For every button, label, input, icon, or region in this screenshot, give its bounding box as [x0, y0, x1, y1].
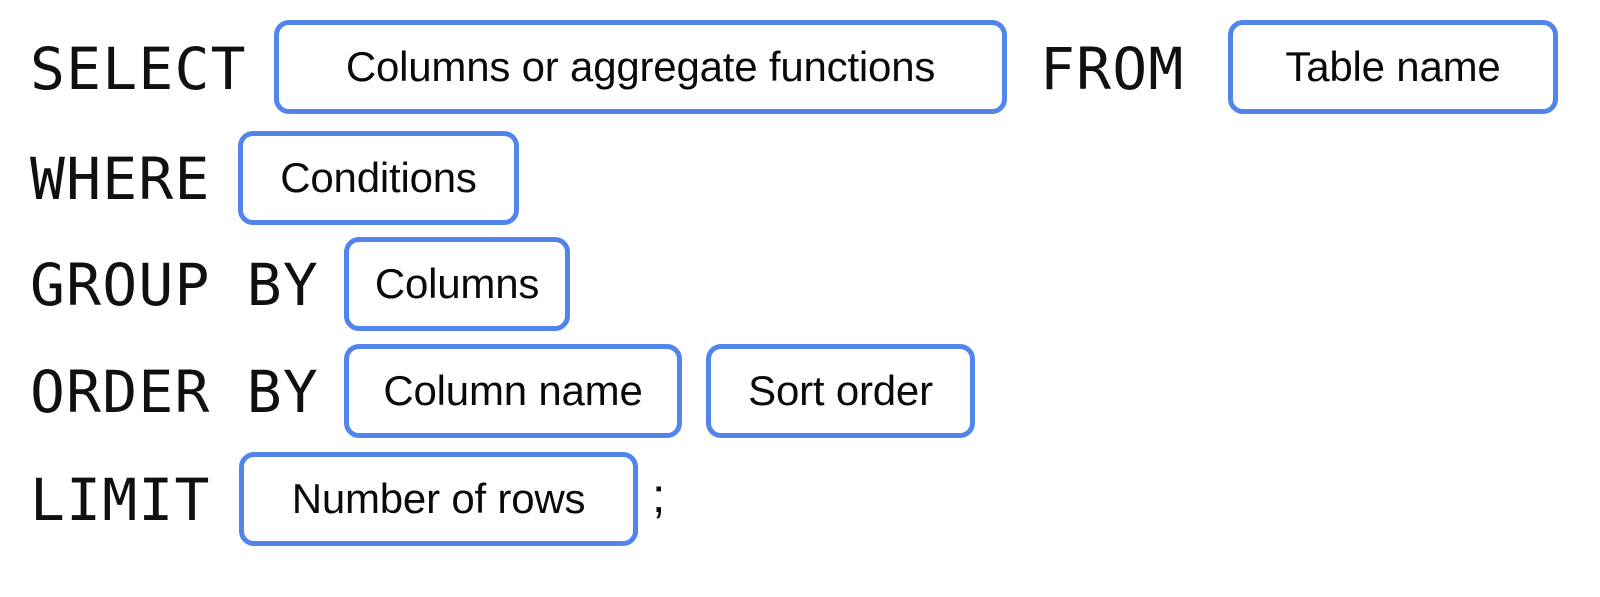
placeholder-sort-order[interactable]: Sort order: [706, 344, 975, 438]
keyword-where: WHERE: [30, 145, 211, 213]
placeholder-label: Columns or aggregate functions: [345, 43, 936, 90]
keyword-limit: LIMIT: [30, 466, 211, 534]
placeholder-label: Column name: [383, 367, 643, 414]
placeholder-column-name[interactable]: Column name: [344, 344, 682, 438]
placeholder-label: Conditions: [280, 154, 477, 201]
placeholder-label: Columns: [374, 260, 540, 307]
keyword-from: FROM: [1040, 35, 1185, 103]
keyword-select: SELECT: [30, 35, 247, 103]
placeholder-label: Sort order: [748, 367, 933, 414]
placeholder-label: Number of rows: [291, 475, 586, 522]
placeholder-conditions[interactable]: Conditions: [238, 131, 519, 225]
placeholder-table-name[interactable]: Table name: [1228, 20, 1558, 114]
statement-terminator-semicolon: ;: [652, 470, 666, 523]
placeholder-columns-or-aggregate-functions[interactable]: Columns or aggregate functions: [274, 20, 1007, 114]
placeholder-label: Table name: [1285, 43, 1501, 90]
keyword-order-by: ORDER BY: [30, 358, 319, 426]
placeholder-number-of-rows[interactable]: Number of rows: [239, 452, 638, 546]
keyword-group-by: GROUP BY: [30, 251, 319, 319]
placeholder-group-by-columns[interactable]: Columns: [344, 237, 570, 331]
